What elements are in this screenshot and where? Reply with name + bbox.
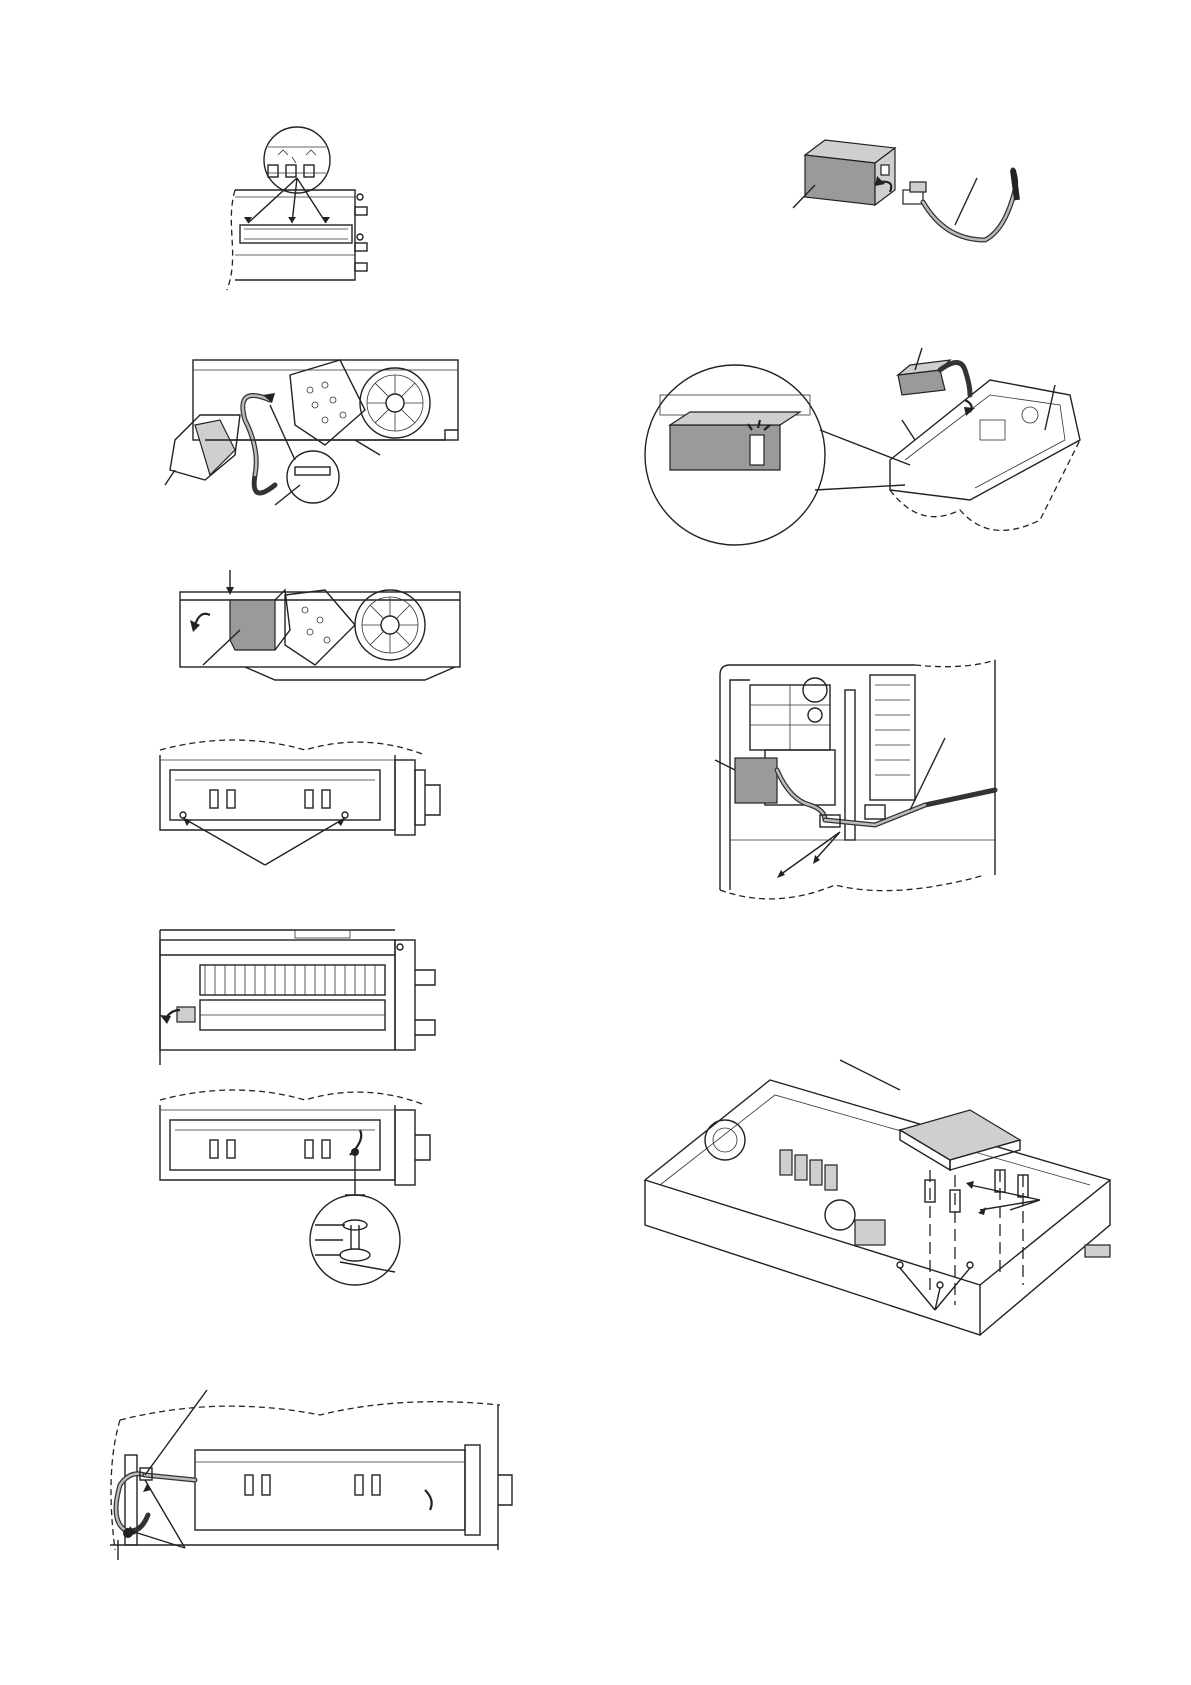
figure-heat-exchanger bbox=[155, 925, 455, 1070]
figure-fan-unit-cover bbox=[175, 570, 465, 710]
terminal-block bbox=[780, 1150, 837, 1190]
perforation-pattern bbox=[307, 382, 346, 423]
fin-block bbox=[244, 229, 348, 239]
figure-front-screws bbox=[155, 740, 445, 890]
figure-box-installation bbox=[640, 360, 1110, 570]
figure-connector-box bbox=[795, 130, 1035, 290]
figure-fan-unit-wire bbox=[165, 355, 465, 525]
curved-arrow-icon bbox=[190, 614, 210, 632]
figure-control-box-top bbox=[715, 660, 1015, 930]
figure-wire-routing bbox=[100, 1390, 520, 1560]
fan-wheel bbox=[360, 368, 430, 438]
spacer-clips bbox=[925, 1170, 1028, 1212]
fin-block bbox=[200, 965, 385, 995]
figure-front-panel-tabs bbox=[230, 125, 390, 310]
fin-block bbox=[875, 685, 910, 775]
figure-screw-detail bbox=[155, 1090, 450, 1295]
figure-pcb-box bbox=[640, 1075, 1120, 1405]
perforation-pattern bbox=[302, 607, 330, 643]
screw-icon bbox=[357, 194, 363, 240]
curved-arrow-icon bbox=[964, 400, 975, 416]
fan-wheel bbox=[355, 590, 425, 660]
